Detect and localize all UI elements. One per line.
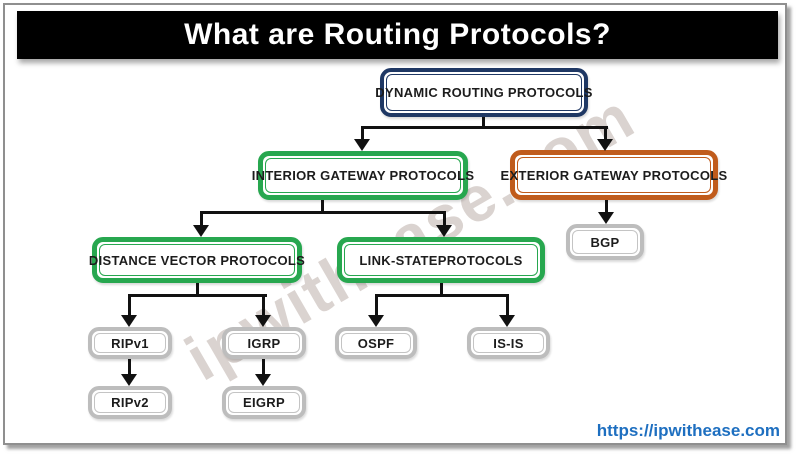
node-bgp-label: BGP — [572, 230, 638, 254]
node-distance-vector-protocols-label: DISTANCE VECTOR PROTOCOLS — [89, 244, 305, 276]
node-isis-label: IS-IS — [473, 333, 544, 353]
connector-line — [443, 211, 446, 226]
arrow-down-icon — [193, 225, 209, 237]
arrow-down-icon — [436, 225, 452, 237]
arrow-down-icon — [354, 139, 370, 151]
arrow-down-icon — [499, 315, 515, 327]
arrow-down-icon — [121, 374, 137, 386]
connector-line — [200, 211, 203, 226]
connector-line — [440, 283, 443, 296]
connector-line — [375, 294, 378, 316]
connector-line — [321, 200, 324, 213]
node-isis: IS-IS — [467, 327, 550, 359]
node-exterior-gateway-protocols-label: EXTERIOR GATEWAY PROTOCOLS — [501, 157, 727, 193]
connector-line — [361, 126, 608, 129]
arrow-down-icon — [598, 212, 614, 224]
connector-line — [196, 283, 199, 296]
node-exterior-gateway-protocols: EXTERIOR GATEWAY PROTOCOLS — [501, 150, 727, 200]
connector-line — [128, 294, 131, 316]
node-interior-gateway-protocols: INTERIOR GATEWAY PROTOCOLS — [252, 151, 474, 200]
node-bgp: BGP — [566, 224, 644, 260]
arrow-down-icon — [597, 139, 613, 151]
arrow-down-icon — [255, 315, 271, 327]
node-interior-gateway-protocols-label: INTERIOR GATEWAY PROTOCOLS — [252, 158, 474, 193]
arrow-down-icon — [121, 315, 137, 327]
node-distance-vector-protocols: DISTANCE VECTOR PROTOCOLS — [89, 237, 305, 283]
node-ripv2-label: RIPv2 — [94, 392, 166, 413]
node-link-state-protocols: LINK-STATEPROTOCOLS — [337, 237, 545, 283]
connector-line — [604, 126, 607, 140]
connector-line — [128, 294, 267, 297]
connector-line — [375, 294, 509, 297]
node-dynamic-routing-protocols-label: DYNAMIC ROUTING PROTOCOLS — [375, 74, 592, 111]
connector-line — [262, 294, 265, 316]
connector-line — [482, 117, 485, 129]
node-ripv1: RIPv1 — [88, 327, 172, 359]
connector-line — [262, 359, 265, 375]
arrow-down-icon — [368, 315, 384, 327]
node-ospf-label: OSPF — [341, 333, 411, 353]
page-title: What are Routing Protocols? — [184, 18, 611, 51]
connector-line — [361, 126, 364, 140]
arrow-down-icon — [255, 374, 271, 386]
connector-line — [200, 211, 446, 214]
title-bar: What are Routing Protocols? — [17, 11, 778, 59]
footer-website-link[interactable]: https://ipwithease.com — [596, 421, 780, 440]
connector-line — [605, 200, 608, 213]
node-igrp: IGRP — [222, 327, 306, 359]
node-ripv2: RIPv2 — [88, 386, 172, 419]
node-eigrp: EIGRP — [222, 386, 306, 419]
node-link-state-protocols-label: LINK-STATEPROTOCOLS — [344, 244, 538, 276]
node-ospf: OSPF — [335, 327, 417, 359]
node-eigrp-label: EIGRP — [228, 392, 300, 413]
node-igrp-label: IGRP — [228, 333, 300, 353]
connector-line — [128, 359, 131, 375]
connector-line — [506, 294, 509, 316]
node-ripv1-label: RIPv1 — [94, 333, 166, 353]
node-dynamic-routing-protocols: DYNAMIC ROUTING PROTOCOLS — [375, 68, 592, 117]
